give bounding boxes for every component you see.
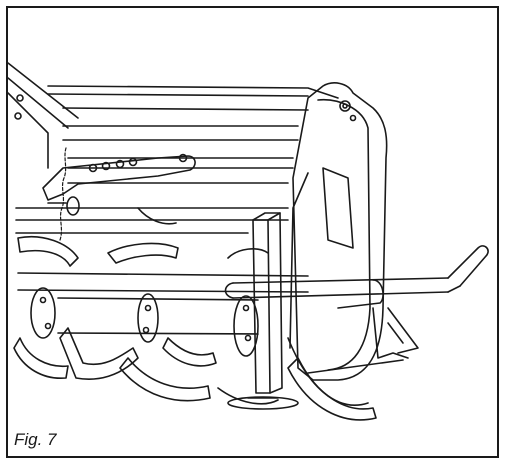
rear-skid	[307, 307, 419, 374]
rotary-tiller-illustration	[8, 62, 489, 421]
parking-stand	[227, 212, 299, 410]
tiller-hood	[15, 85, 339, 234]
top-link-arm	[8, 62, 79, 169]
rotor-shaft	[17, 272, 309, 335]
figure-frame: Fig. 7	[6, 6, 499, 458]
figure-caption: Fig. 7	[14, 430, 57, 449]
side-drive-cover	[289, 82, 388, 381]
rotor-tines	[13, 207, 377, 421]
rotor-flanges	[30, 287, 259, 357]
safety-chain	[59, 147, 67, 241]
guard-bar	[224, 245, 489, 359]
